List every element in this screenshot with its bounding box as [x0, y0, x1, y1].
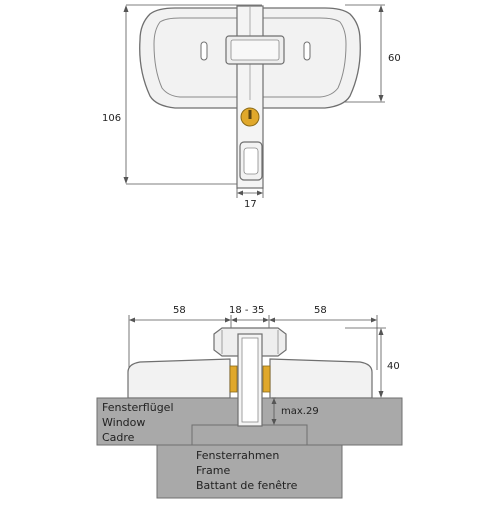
dimension-label-60: 60: [388, 53, 401, 64]
label-frame-de: Fensterrahmen: [196, 449, 279, 462]
label-sash-en: Window: [102, 416, 145, 429]
label-frame-en: Frame: [196, 464, 231, 477]
dimension-label-106: 106: [102, 113, 121, 124]
arrow-icon: [269, 317, 275, 323]
lock-body-right: [269, 358, 373, 399]
arrow-icon: [271, 419, 277, 425]
arrow-icon: [263, 317, 269, 323]
mounting-slot: [200, 41, 208, 61]
gold-insert: [229, 365, 238, 393]
slider-block-inner: [230, 39, 280, 61]
arrow-icon: [378, 391, 384, 398]
dimension-label-max29: max.29: [281, 406, 319, 417]
arrow-icon: [371, 317, 377, 323]
arrow-icon: [231, 317, 237, 323]
lock-stem-side-inner: [241, 337, 259, 423]
dimension-label-17: 17: [244, 199, 257, 210]
arrow-icon: [237, 190, 243, 196]
dimension-label-18-35: 18 - 35: [229, 305, 264, 316]
arrow-icon: [271, 398, 277, 404]
dimension-label-58-right: 58: [314, 305, 327, 316]
mounting-slot: [303, 41, 311, 61]
arrow-icon: [378, 95, 384, 102]
arrow-icon: [123, 5, 129, 12]
arrow-icon: [257, 190, 263, 196]
dimension-label-40: 40: [387, 361, 400, 372]
lock-housing-inner: [153, 17, 347, 98]
arrow-icon: [123, 177, 129, 184]
arrow-icon: [378, 328, 384, 335]
side-view: 58 18 - 35 58 40: [96, 305, 403, 499]
top-view: 106 60 17: [102, 4, 401, 210]
gold-insert: [262, 365, 271, 393]
arrow-icon: [378, 5, 384, 12]
label-frame-fr: Battant de fenêtre: [196, 479, 298, 492]
lock-body-left: [127, 358, 231, 399]
push-button-inner: [243, 147, 259, 175]
keyhole-icon: [248, 110, 252, 119]
label-sash-fr: Cadre: [102, 431, 135, 444]
dimension-label-58-left: 58: [173, 305, 186, 316]
label-sash-de: Fensterflügel: [102, 401, 174, 414]
arrow-icon: [129, 317, 135, 323]
arrow-icon: [225, 317, 231, 323]
